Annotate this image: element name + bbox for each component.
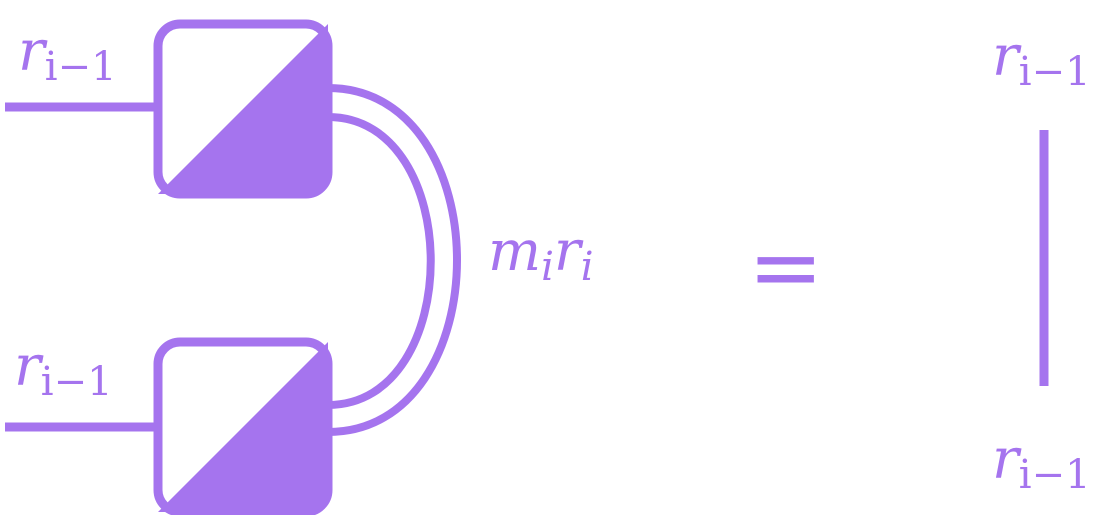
equals-sign: = (748, 215, 823, 320)
label-right-top-sub: i−1 (1019, 49, 1091, 95)
bottom-tensor (153, 337, 333, 515)
inner-arc (327, 113, 435, 409)
label-bottom-left-sub: i−1 (41, 359, 113, 405)
label-bottom-left: ri−1 (14, 334, 113, 405)
label-right-bottom: ri−1 (992, 427, 1091, 498)
bottom-tensor-fill (158, 342, 328, 512)
label-top-left-sub: i−1 (45, 44, 117, 90)
label-middle: miri (488, 219, 593, 290)
label-right-top-base: r (992, 24, 1022, 89)
label-middle-sub1: i (541, 244, 554, 290)
top-tensor (153, 19, 333, 199)
outer-arc (327, 84, 461, 436)
label-middle-r: r (554, 219, 584, 284)
top-tensor-fill (158, 24, 328, 194)
label-middle-m: m (488, 219, 541, 284)
label-bottom-left-base: r (14, 334, 44, 399)
label-top-left-base: r (18, 19, 48, 84)
label-top-left: ri−1 (18, 19, 117, 90)
label-right-bottom-base: r (992, 427, 1022, 492)
label-middle-sub2: i (581, 244, 594, 290)
label-right-bottom-sub: i−1 (1019, 452, 1091, 498)
label-right-top: ri−1 (992, 24, 1091, 95)
